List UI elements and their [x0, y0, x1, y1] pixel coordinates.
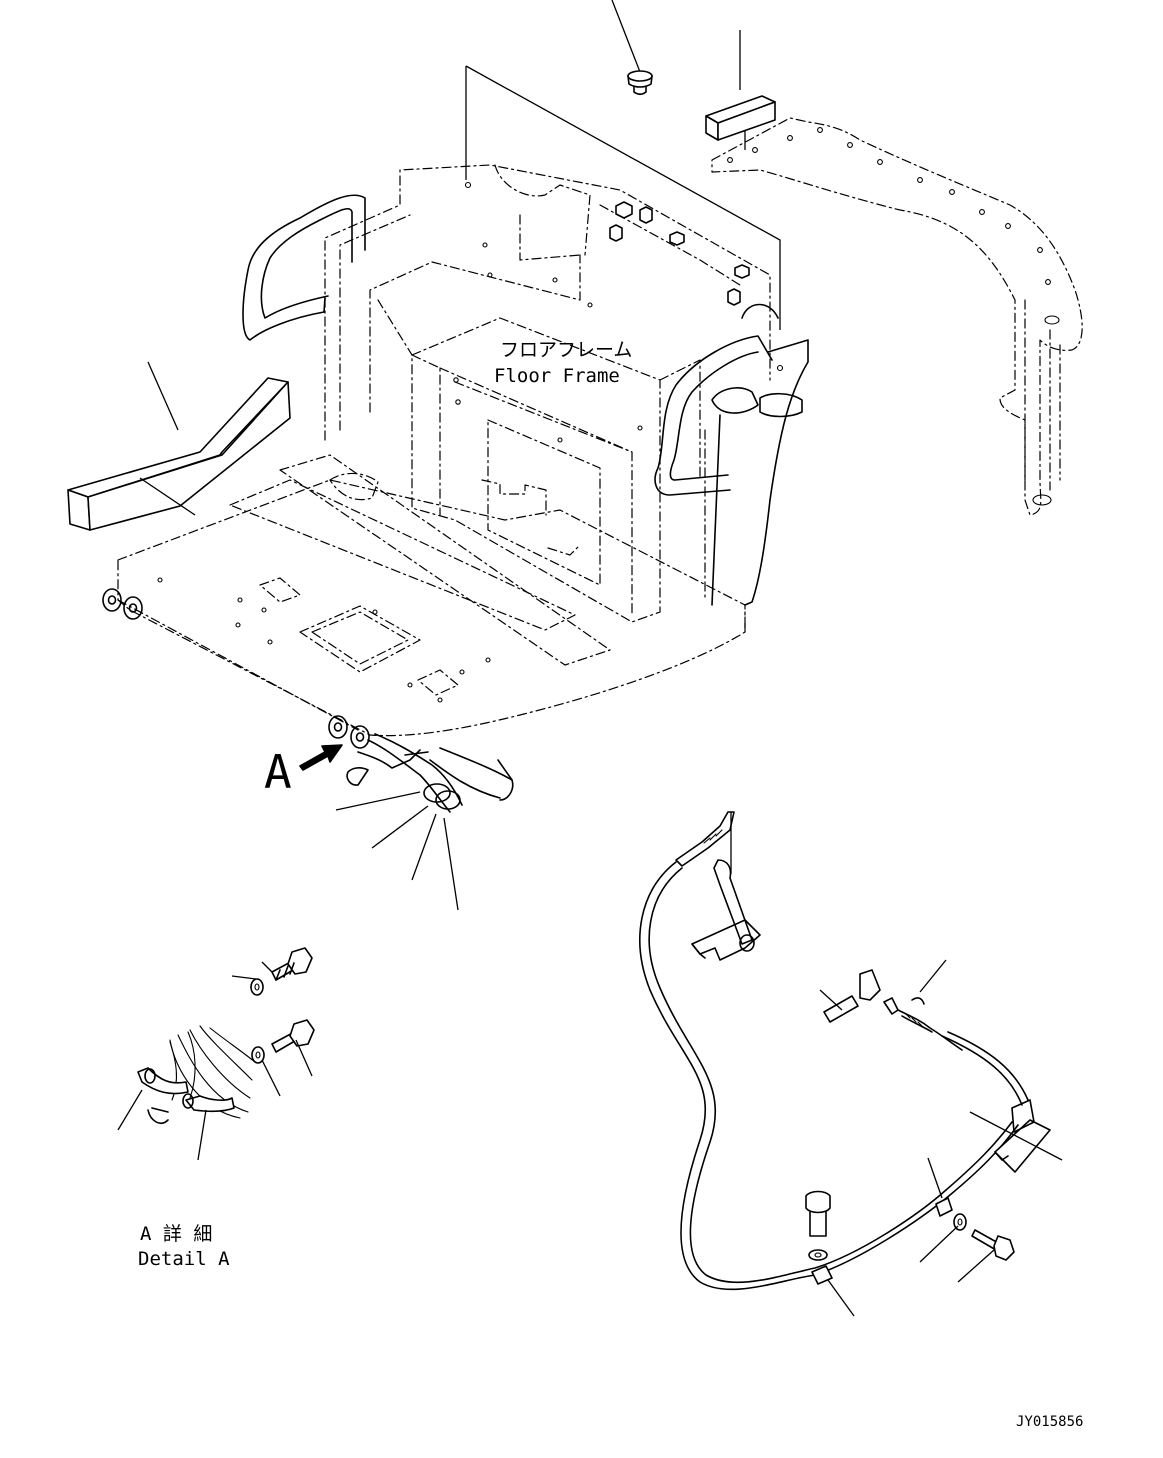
detail-a-label-en: Detail A	[138, 1248, 230, 1270]
rubber-pad	[705, 95, 776, 141]
cable-end-upper	[675, 811, 735, 867]
console-box	[411, 317, 661, 623]
detail-bolt-lower	[271, 1019, 315, 1053]
detail-clamp-right	[185, 1095, 235, 1113]
frame-left-wall	[324, 164, 771, 441]
cable-end-fittings	[823, 969, 963, 1051]
detail-clamp-left	[137, 1067, 189, 1095]
detail-a-view: A 詳 細 Detail A	[117, 947, 315, 1270]
view-marker-label: A	[264, 745, 292, 799]
upper-leader-lines	[465, 0, 781, 330]
detail-a-label-jp: A 詳 細	[140, 1223, 212, 1245]
detail-bolt-upper	[271, 947, 313, 981]
view-a-marker: A	[264, 744, 343, 799]
floor-frame-label-en: Floor Frame	[494, 365, 620, 387]
floor-frame-label-jp: フロアフレーム	[500, 339, 632, 361]
view-arrow-icon	[299, 744, 343, 771]
floor-frame-label: フロアフレーム Floor Frame	[494, 339, 632, 387]
floor-frame-assembly	[102, 164, 809, 749]
deck-nuts	[609, 201, 750, 306]
frame-mount-lugs-left	[102, 588, 143, 620]
left-side-cover	[67, 361, 291, 531]
cable-clamp-mid	[935, 1197, 953, 1217]
access-cover	[299, 605, 421, 673]
bracket-holes	[727, 127, 1051, 285]
detail-washer-lower	[251, 1046, 265, 1064]
right-handrail	[654, 335, 773, 496]
cable-bolt-vertical	[805, 1190, 831, 1261]
right-side-panel	[744, 339, 809, 606]
drawing-code: JY015856	[1016, 1414, 1083, 1430]
plate-bolt-holes	[157, 577, 491, 703]
wire-harness	[335, 733, 514, 911]
cable-washer-right	[953, 1213, 967, 1231]
cable-clamp-lower	[811, 1265, 833, 1285]
left-handrail	[242, 194, 366, 341]
floor-plate	[117, 479, 746, 737]
rear-bracket	[711, 117, 1083, 516]
top-screw	[627, 70, 653, 96]
console-bolts	[453, 181, 784, 443]
control-cable	[639, 861, 1019, 1291]
cable-bolt-right	[971, 1229, 1015, 1261]
detail-washer-upper	[250, 978, 264, 996]
control-cable-assembly	[639, 811, 1063, 1317]
frame-mount-lugs-front	[328, 715, 370, 749]
